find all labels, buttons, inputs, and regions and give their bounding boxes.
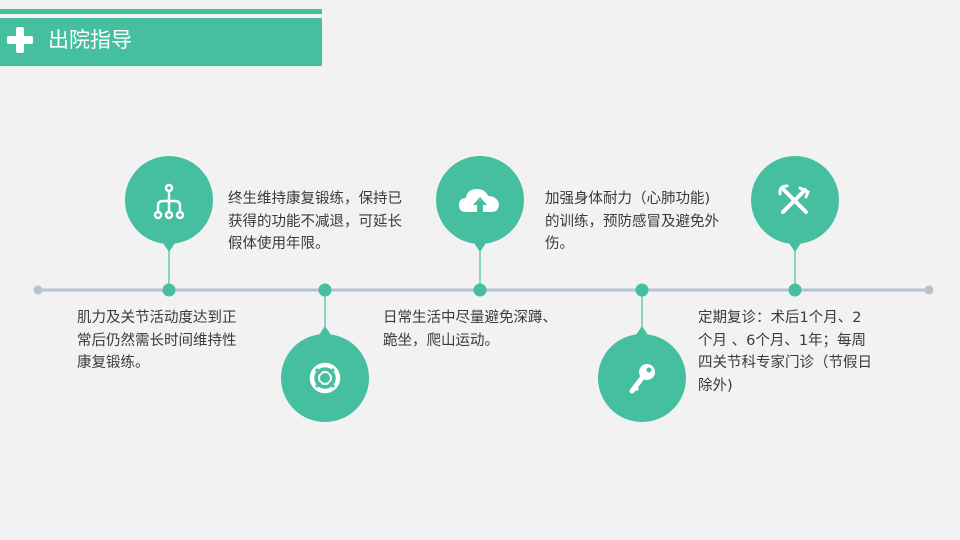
plus-icon bbox=[7, 27, 33, 53]
milestone-2 bbox=[281, 283, 369, 422]
milestone-1 bbox=[125, 156, 213, 297]
timeline-node-2 bbox=[318, 283, 332, 297]
page-title: 出院指导 bbox=[48, 28, 132, 52]
network-icon bbox=[153, 183, 185, 220]
timeline-node-4 bbox=[635, 283, 649, 297]
milestone-1-description: 肌力及关节活动度达到正 常后仍然需长时间维持性 康复锻练。 bbox=[77, 310, 237, 371]
milestone-2-description: 终生维持康复锻练，保持已 获得的功能不减退，可延长 假体使用年限。 bbox=[228, 191, 402, 252]
timeline-node-3 bbox=[473, 283, 487, 297]
cloud-upload-icon bbox=[459, 189, 499, 212]
timeline-node-5 bbox=[788, 283, 802, 297]
lifebuoy-icon bbox=[309, 362, 341, 394]
title-bar-top-line bbox=[0, 9, 322, 14]
title-bar-bottom-line bbox=[0, 62, 322, 66]
timeline-start-cap bbox=[33, 285, 43, 295]
milestone-5 bbox=[751, 156, 839, 297]
timeline-end-cap bbox=[924, 285, 934, 295]
milestone-3 bbox=[436, 156, 524, 297]
milestone-5-description: 定期复诊：术后1个月、2 个月 、6个月、1年；每周 四关节科专家门诊（节假日 … bbox=[698, 310, 872, 394]
milestone-3-description: 日常生活中尽量避免深蹲、 跪坐，爬山运动。 bbox=[383, 310, 557, 349]
title-bar-band bbox=[0, 18, 322, 65]
timeline-node-1 bbox=[162, 283, 176, 297]
title-bar: 出院指导 bbox=[0, 9, 322, 66]
milestone-4-description: 加强身体耐力（心肺功能) 的训练，预防感冒及避免外 伤。 bbox=[545, 191, 719, 252]
milestone-4 bbox=[598, 283, 686, 422]
key-icon bbox=[629, 364, 655, 394]
tools-icon bbox=[778, 184, 810, 214]
